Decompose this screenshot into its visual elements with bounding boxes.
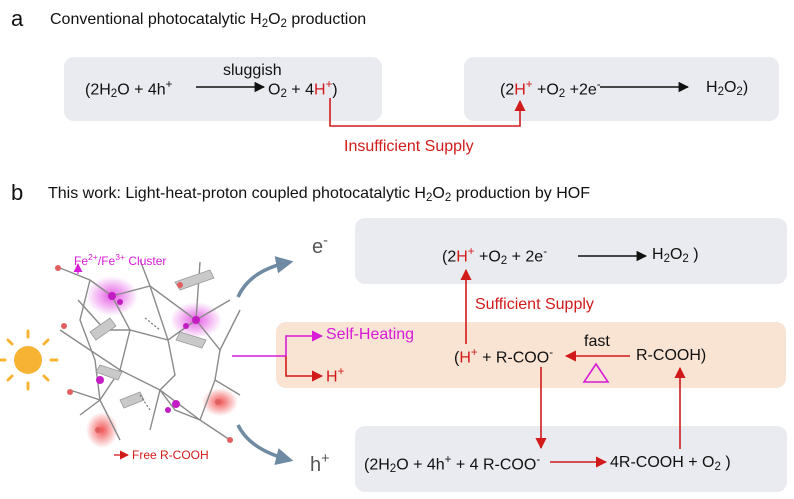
electron-curve-arrow [236, 256, 294, 298]
oxidation-box [64, 57, 382, 121]
hof-framework-illustration [55, 259, 241, 460]
hole-label: h+ [310, 451, 330, 476]
insufficient-supply-connector [329, 98, 526, 127]
panel-b-letter: b [11, 180, 24, 205]
reduction-eq-right: H2O2) [706, 79, 749, 98]
h2o2-generation-box [355, 218, 787, 284]
fast-label: fast [584, 333, 610, 350]
water-eq-right: 4R-COOH + O2 ) [610, 454, 731, 473]
oxidation-eq-right: O2 + 4H+) [268, 79, 338, 101]
reduction-eq-left: (2H+ +O2 +2e- [500, 79, 601, 101]
h2o2-eq-left: (2H+ +O2 + 2e- [442, 246, 548, 268]
self-heating-arrow [285, 330, 324, 356]
proton-eq-left: (H+ + R-COO- [454, 347, 554, 367]
sluggish-label: sluggish [223, 62, 282, 79]
free-rcooh-label: Free R-COOH [132, 448, 209, 462]
hole-curve-arrow [236, 424, 294, 466]
oxidation-eq-left: (2H2O + 4h+ [85, 79, 173, 101]
water-oxidation-box [355, 426, 787, 492]
proton-eq-right: R-COOH) [636, 347, 707, 364]
heat-triangle-icon [582, 362, 610, 383]
panel-b-heading: This work: Light-heat-proton coupled pho… [48, 185, 590, 204]
sun-icon [0, 329, 59, 391]
proton-release-box [276, 322, 786, 388]
cluster-label: Fe2+/Fe3+ Cluster [74, 252, 167, 268]
insufficient-supply-label: Insufficient Supply [344, 138, 474, 155]
h2o2-eq-right: H2O2 ) [652, 246, 699, 265]
panel-a-heading: Conventional photocatalytic H2O2 product… [50, 11, 367, 30]
water-eq-left: (2H2O + 4h+ + 4 R-COO- [364, 454, 541, 476]
sufficient-supply-label: Sufficient Supply [475, 296, 594, 313]
self-heating-label: Self-Heating [326, 326, 415, 343]
proton-label: H+ [326, 366, 345, 386]
panel-a-letter: a [11, 6, 24, 31]
proton-arrow [285, 356, 324, 382]
electron-label: e- [312, 233, 328, 258]
